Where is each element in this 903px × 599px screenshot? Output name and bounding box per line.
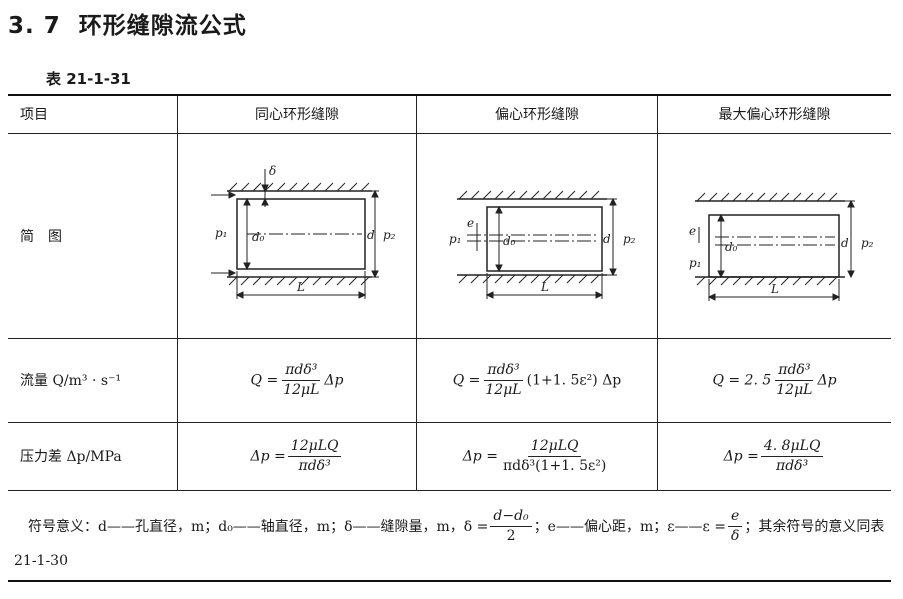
dp-c3-num: 4. 8μLQ xyxy=(760,438,824,457)
d0-label: d₀ xyxy=(252,230,265,244)
dp-c2-lhs: Δp = xyxy=(462,448,498,464)
flow-c3-num: πdδ³ xyxy=(775,362,814,381)
flow-c2-lhs: Q = xyxy=(452,372,481,388)
pressure-row-label: 压力差 Δp/MPa xyxy=(8,421,178,491)
p2-label-3: p₂ xyxy=(861,236,874,250)
flow-c3-den: 12μL xyxy=(776,381,813,398)
diagram-row-label: 简 图 xyxy=(8,132,178,339)
notes-middle: ；e——偏心距，m；ε——ε = xyxy=(533,518,726,535)
p1-label-2: p₁ xyxy=(449,232,462,246)
notes-line-2: 21-1-30 xyxy=(14,553,68,569)
d-label: d xyxy=(367,228,375,242)
symbol-notes: 符号意义：d——孔直径，m；d₀——轴直径，m；δ——缝隙量，m，δ = d−d… xyxy=(8,508,891,571)
dp-c2-num: 12μLQ xyxy=(527,438,582,457)
max-eccentric-diagram: p₁ p₂ e d₀ d L xyxy=(689,192,874,301)
header-concentric: 同心环形缝隙 xyxy=(177,94,417,134)
header-max-eccentric: 最大偏心环形缝隙 xyxy=(657,94,891,134)
p1-label: p₁ xyxy=(215,226,228,240)
notes-suffix: ；其余符号的意义同表 xyxy=(744,518,885,535)
flow-c1-rhs: Δp xyxy=(324,372,344,388)
max-eccentric-diagram-cell: p₁ p₂ e d₀ d L xyxy=(657,132,891,339)
flow-c1-num: πdδ³ xyxy=(282,362,321,381)
notes-frac1-num: d−d₀ xyxy=(490,508,532,527)
notes-line-1: 符号意义：d——孔直径，m；d₀——轴直径，m；δ——缝隙量，m，δ = d−d… xyxy=(8,508,891,545)
section-number: 3. 7 xyxy=(8,13,61,39)
flow-c1-den: 12μL xyxy=(283,381,320,398)
l-label: L xyxy=(296,280,305,294)
dp-c1-den: πdδ³ xyxy=(298,457,331,474)
notes-frac1-den: 2 xyxy=(506,528,516,544)
flow-row-label: 流量 Q/m³ · s⁻¹ xyxy=(8,337,178,423)
dp-c1-num: 12μLQ xyxy=(287,438,342,457)
l-label-3: L xyxy=(770,282,779,296)
delta-label: δ xyxy=(269,164,276,178)
d-label-2: d xyxy=(603,232,611,246)
eccentric-diagram-cell: p₁ p₂ e d₀ d L xyxy=(416,132,658,339)
d0-label-2: d₀ xyxy=(503,234,516,248)
flow-c2-num: πdδ³ xyxy=(484,362,523,381)
formula-table: 项目 同心环形缝隙 偏心环形缝隙 最大偏心环形缝隙 简 图 xyxy=(8,94,891,491)
flow-c1-lhs: Q = xyxy=(250,372,279,388)
concentric-diagram: p₁ p₂ d₀ d δ L xyxy=(211,164,396,299)
l-label-2: L xyxy=(540,280,549,294)
diagram-row: 简 图 xyxy=(8,132,891,339)
p2-label: p₂ xyxy=(383,228,396,242)
section-title: 3. 7 环形缝隙流公式 xyxy=(8,6,247,40)
notes-prefix: 符号意义：d——孔直径，m；d₀——轴直径，m；δ——缝隙量，m，δ = xyxy=(28,518,489,535)
bottom-rule xyxy=(8,580,891,582)
concentric-diagram-cell: p₁ p₂ d₀ d δ L xyxy=(177,132,417,339)
header-eccentric: 偏心环形缝隙 xyxy=(416,94,658,134)
dp-c1-lhs: Δp = xyxy=(250,448,286,464)
e-label: e xyxy=(467,216,474,230)
section-heading: 环形缝隙流公式 xyxy=(78,13,247,39)
d0-label-3: d₀ xyxy=(725,240,738,254)
dp-c2-den: πdδ³(1+1. 5ε²) xyxy=(502,457,607,474)
p2-label-2: p₂ xyxy=(623,232,636,246)
p1-label-3: p₁ xyxy=(689,256,702,270)
flow-c3-lhs: Q = 2. 5 xyxy=(712,372,772,388)
flow-c2-rhs: (1+1. 5ε²) Δp xyxy=(526,372,622,388)
dp-c3-lhs: Δp = xyxy=(723,448,759,464)
flow-c2-den: 12μL xyxy=(485,381,522,398)
e-label-3: e xyxy=(689,224,696,238)
table-label: 表 21-1-31 xyxy=(46,70,131,88)
notes-frac2-den: δ xyxy=(730,528,740,544)
d-label-3: d xyxy=(841,236,849,250)
dp-c3-den: πdδ³ xyxy=(776,457,809,474)
header-row: 项目 同心环形缝隙 偏心环形缝隙 最大偏心环形缝隙 xyxy=(8,94,891,134)
notes-frac2-num: e xyxy=(728,508,743,527)
eccentric-diagram: p₁ p₂ e d₀ d L xyxy=(449,190,636,299)
flow-c3-rhs: Δp xyxy=(817,372,837,388)
header-item: 项目 xyxy=(8,94,178,134)
